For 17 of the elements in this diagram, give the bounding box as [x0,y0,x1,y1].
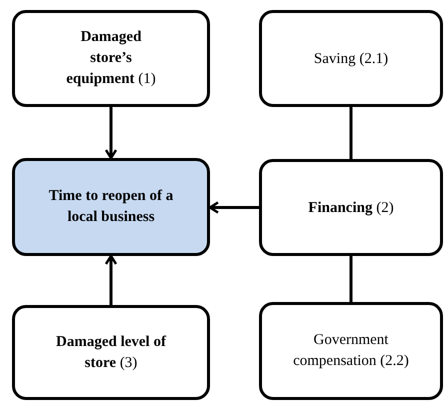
factor-box [12,305,210,400]
factor-box [259,302,443,400]
arrow [104,254,118,305]
connector-line [350,107,352,159]
box-label: Saving (2.1) [314,50,388,69]
box-label: Damaged level of store (3) [55,332,168,372]
factor-box [259,10,443,107]
connector-line [350,256,352,302]
box-label: Damaged store’s equipment (1) [65,28,157,89]
factor-box [12,10,210,107]
box-label: Financing (2) [308,199,394,218]
arrow [104,107,118,160]
box-label: Time to reopen of a local business [48,187,174,227]
box-label: Government compensation (2.2) [292,331,410,371]
arrow [208,201,259,214]
factor-box [259,159,443,256]
outcome-box [12,158,210,256]
